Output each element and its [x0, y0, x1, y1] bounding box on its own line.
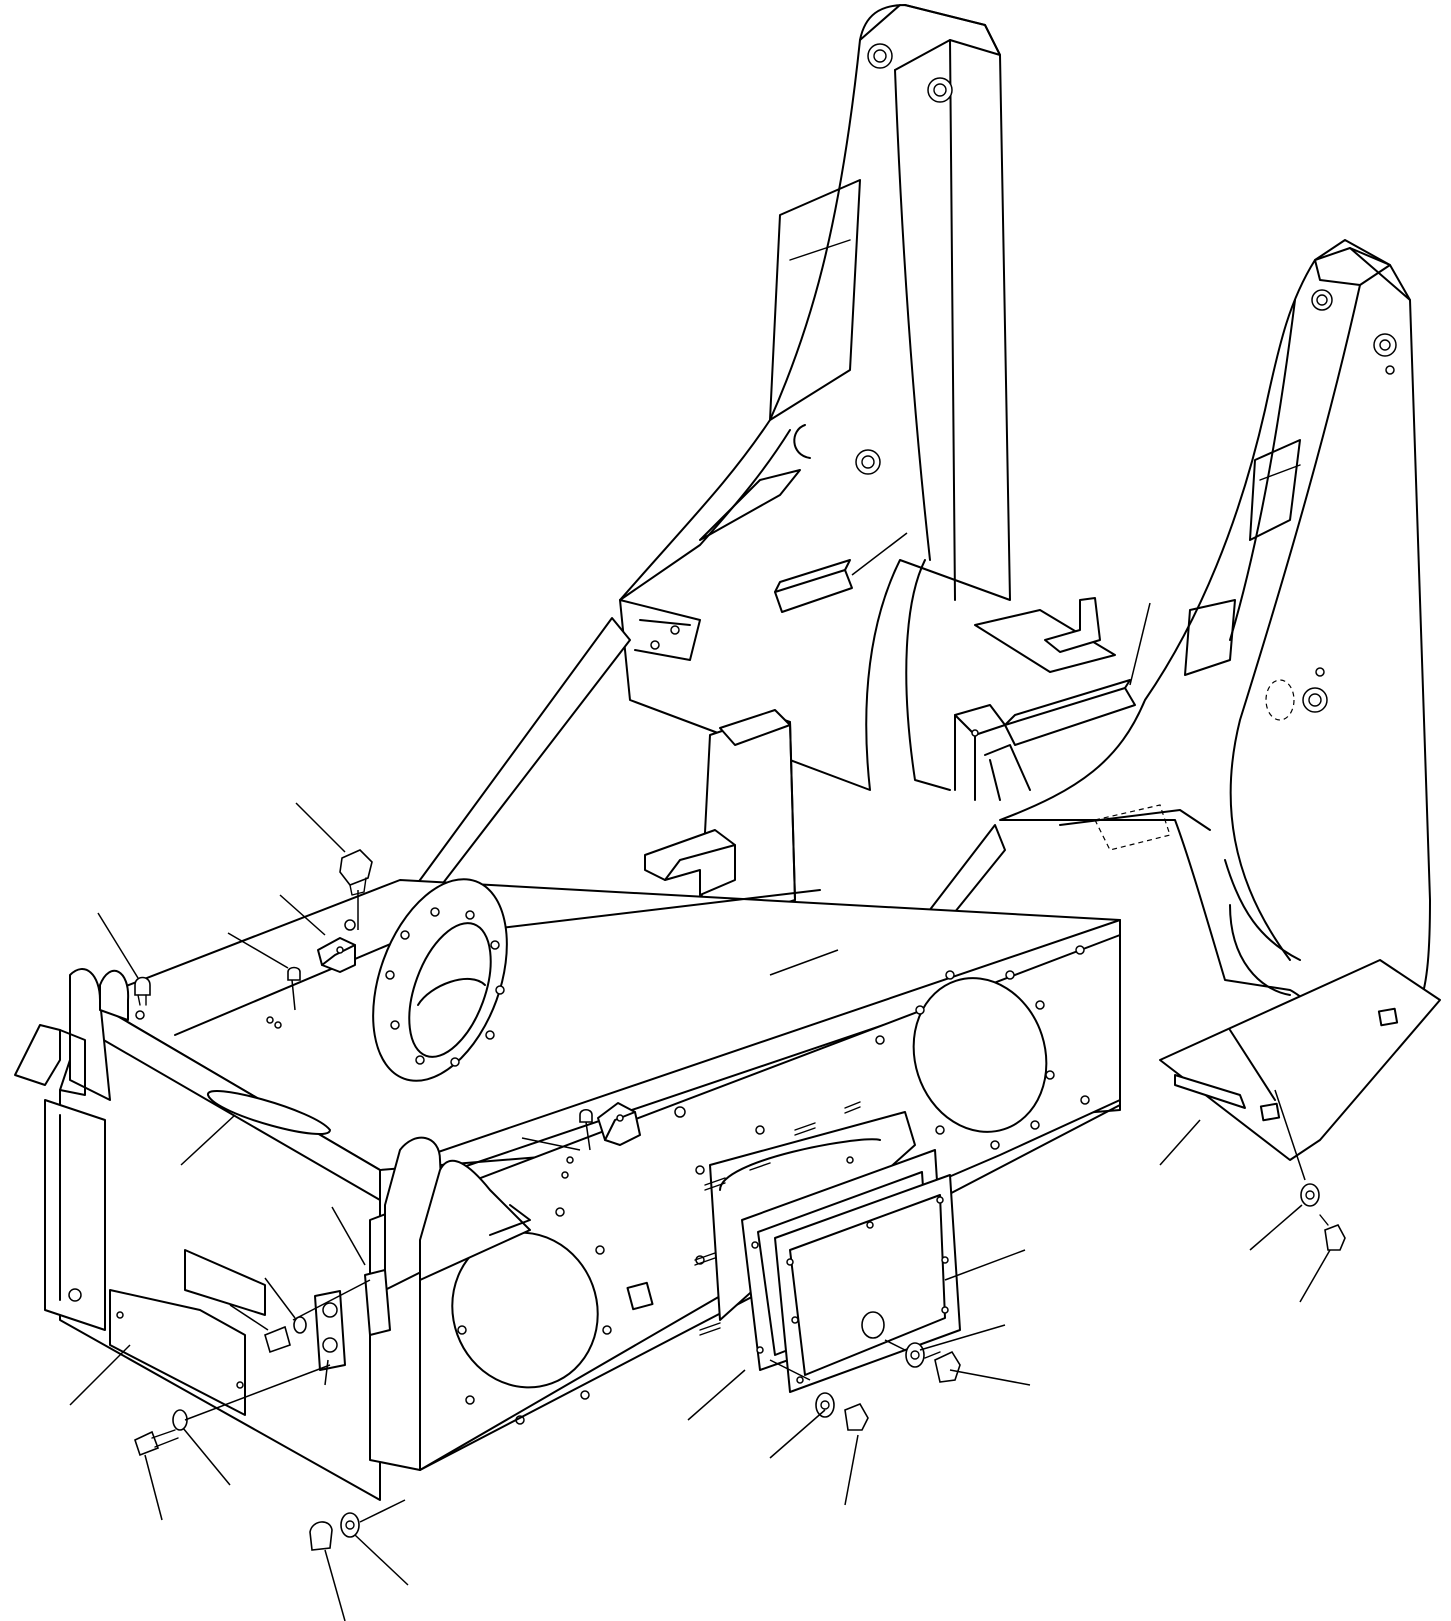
right-tower — [999, 239, 1431, 1031]
cover-bolt-holes — [751, 1156, 949, 1384]
cross-bar-block — [774, 559, 853, 613]
access-cover-gasket — [709, 1111, 961, 1393]
studs — [694, 1101, 861, 1336]
explode-lines — [184, 890, 1306, 1523]
front-cover-plate — [109, 1249, 391, 1416]
rear-floor-plate — [1159, 959, 1441, 1161]
right-top-brackets — [905, 559, 1136, 801]
flange-bolt-holes — [385, 907, 505, 1067]
callout-leaders — [69, 532, 1331, 1621]
left-tower — [619, 4, 1011, 791]
main-box-frame — [14, 878, 1121, 1501]
left-diagonal-brace — [401, 617, 631, 906]
fasteners — [134, 849, 1346, 1551]
